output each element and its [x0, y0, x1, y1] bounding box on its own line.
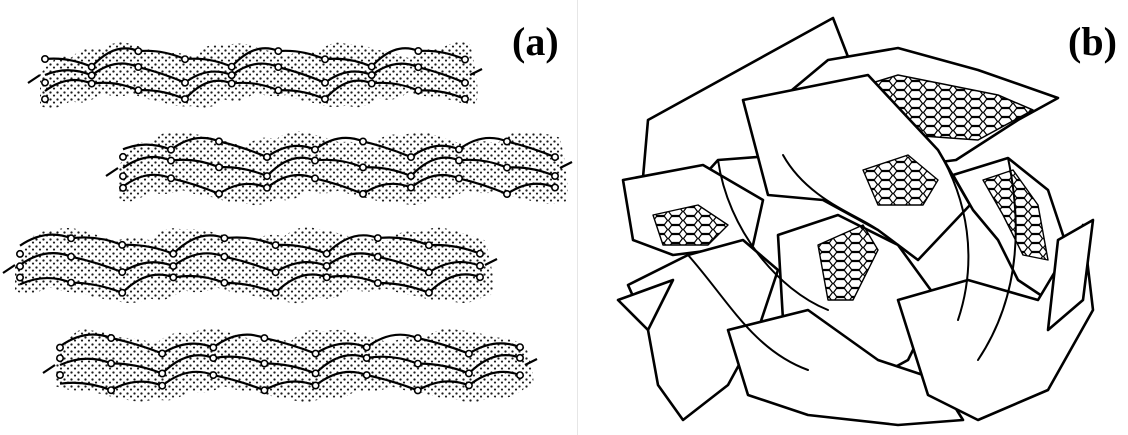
graphene-layer [106, 131, 572, 205]
panel-label-a: (a) [512, 22, 559, 62]
crumpled-sheets-drawing [578, 0, 1128, 435]
panel-b: (b) [578, 0, 1128, 435]
panel-label-b: (b) [1068, 22, 1117, 62]
panel-a: (a) [0, 0, 578, 435]
graphene-layer [43, 328, 537, 402]
graphene-layer [3, 227, 497, 303]
graphene-layer [28, 42, 482, 108]
layered-structure-drawing [0, 0, 578, 435]
